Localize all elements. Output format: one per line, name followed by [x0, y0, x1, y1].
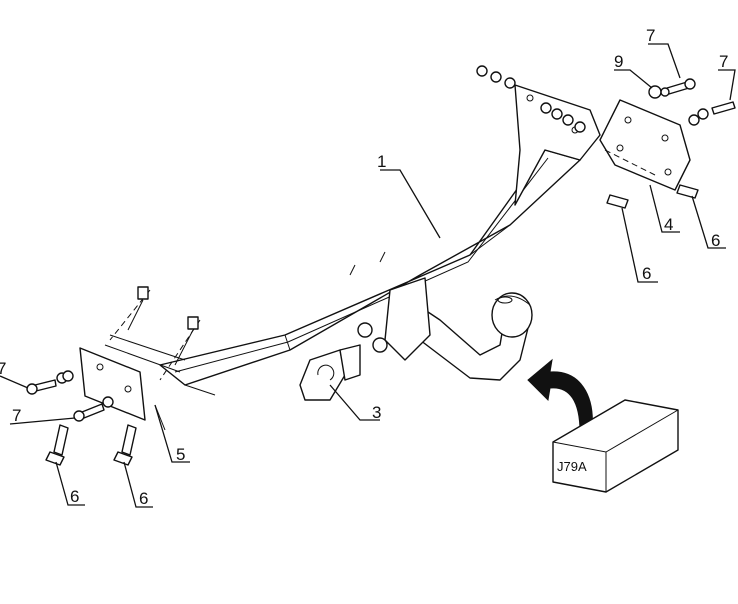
callout-7-right: 7: [719, 52, 728, 71]
top-washers: [476, 65, 586, 133]
callout-6-right-bottom: 6: [642, 264, 651, 283]
callout-6-left: 6: [70, 487, 79, 506]
callout-9: 9: [614, 52, 623, 71]
callout-7-left: 7: [12, 406, 21, 425]
left-bolts: [45, 424, 137, 466]
right-bolts-6: [606, 184, 699, 209]
callout-6-right: 6: [711, 231, 720, 250]
right-side-bracket: [599, 99, 691, 191]
callout-4: 4: [664, 215, 673, 234]
socket-bracket: [299, 344, 361, 401]
curved-arrow-icon: [527, 358, 593, 433]
left-bolts-7: [26, 370, 114, 422]
main-beam: [159, 149, 581, 396]
callout-1: 1: [377, 152, 386, 171]
callout-3: 3: [372, 403, 381, 422]
callout-7-top: 7: [646, 26, 655, 45]
callout-6-left-2: 6: [139, 489, 148, 508]
towball-assembly: [357, 277, 533, 381]
callout-7-far-left: 7: [0, 359, 6, 378]
callouts: 1 3 4 5 6 6 6 6 7 7 7 7: [0, 26, 736, 508]
kit-box: J79A: [552, 399, 679, 493]
box-label: J79A: [557, 459, 587, 474]
callout-5: 5: [176, 445, 185, 464]
right-bolts-7: [648, 78, 736, 126]
right-bracket-plate: [514, 84, 601, 206]
left-bracket: [79, 286, 201, 431]
